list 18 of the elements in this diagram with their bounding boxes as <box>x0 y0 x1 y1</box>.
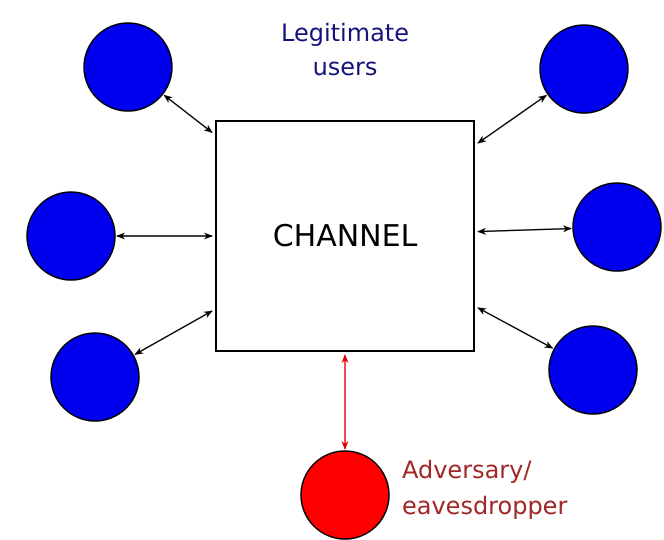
circle <box>26 191 116 281</box>
circle <box>539 24 629 114</box>
circle <box>572 182 662 272</box>
double-arrow <box>477 307 554 349</box>
circle <box>548 325 638 415</box>
group-label: Legitimate users <box>280 18 410 83</box>
node-caption: Adversary/ eavesdropper <box>402 455 568 522</box>
double-arrow <box>477 225 572 235</box>
circle <box>50 332 140 422</box>
double-arrow <box>477 94 548 144</box>
double-arrow <box>116 232 213 240</box>
double-arrow <box>164 94 213 133</box>
double-arrow <box>341 354 349 450</box>
double-arrow <box>134 310 213 355</box>
channel-box <box>215 120 475 352</box>
circle <box>300 450 390 540</box>
circle <box>83 22 173 112</box>
box-label: CHANNEL <box>272 218 418 256</box>
